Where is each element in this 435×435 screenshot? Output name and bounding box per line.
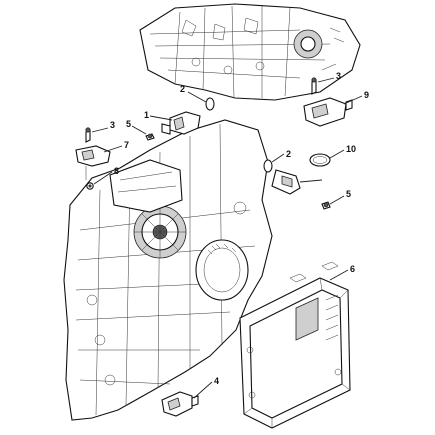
callout-7: 7 — [124, 140, 129, 150]
crank-opening — [195, 239, 249, 301]
callout-1: 1 — [144, 110, 149, 120]
callout-labels: 1 2 2 3 3 4 5 5 6 7 8 9 10 — [110, 71, 369, 386]
washer-part-8 — [86, 182, 94, 190]
sensor-part-4 — [161, 391, 199, 417]
timing-gear — [133, 205, 187, 259]
callout-6: 6 — [350, 264, 355, 274]
callout-5-right: 5 — [346, 189, 351, 199]
leader-lines — [91, 77, 363, 399]
sensor-part-1-right — [271, 169, 301, 195]
bolt-part-3-left — [85, 127, 91, 143]
callout-10: 10 — [346, 144, 356, 154]
lower-engine-block — [63, 119, 273, 421]
callout-4: 4 — [214, 376, 219, 386]
sensor-part-1 — [161, 111, 201, 135]
o-ring-part-2-right — [263, 159, 273, 173]
callout-3-right: 3 — [336, 71, 341, 81]
callout-8: 8 — [114, 166, 119, 176]
sensor-part-9 — [303, 97, 353, 127]
callout-5-left: 5 — [126, 119, 131, 129]
o-ring-part-2-upper — [205, 97, 215, 111]
callout-3-left: 3 — [110, 120, 115, 130]
o-ring-part-10 — [309, 153, 331, 167]
callout-2-right: 2 — [286, 149, 291, 159]
sensor-part-7 — [75, 145, 111, 180]
callout-9: 9 — [364, 90, 369, 100]
bolt-part-3-right — [311, 77, 317, 95]
callout-2-upper: 2 — [180, 84, 185, 94]
bolt-part-5-right — [321, 201, 331, 210]
bolt-part-5-left — [145, 133, 155, 141]
upper-engine-block — [139, 3, 361, 101]
ecm-module — [239, 261, 351, 429]
